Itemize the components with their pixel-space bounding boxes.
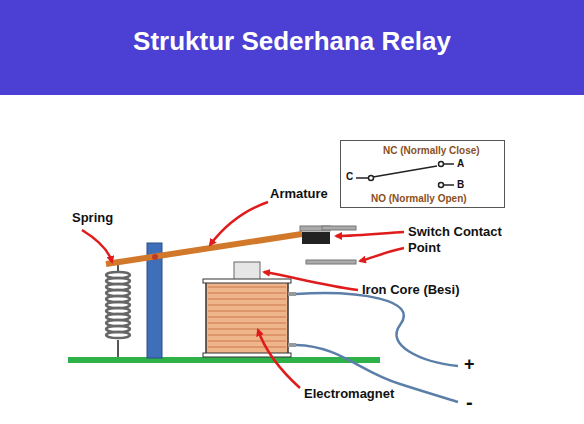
switch-part — [444, 184, 454, 186]
part-label: Electromagnet — [304, 386, 394, 402]
switch-part — [444, 163, 454, 165]
switch-part — [369, 176, 374, 181]
switch-part — [439, 162, 444, 167]
terminal-name: C — [346, 171, 353, 182]
terminal-name: A — [457, 158, 464, 169]
contact-legend: NC (Normally Close) — [383, 145, 480, 156]
terminal-name: B — [457, 179, 464, 190]
banner-title: Struktur Sederhana Relay — [0, 26, 584, 57]
part-label: Switch Contact Point — [408, 224, 512, 255]
switch-part — [373, 166, 437, 177]
contact-legend: NO (Normally Open) — [371, 193, 467, 204]
switch-part — [356, 177, 368, 179]
part-label: Armature — [270, 186, 328, 202]
terminal-sign: - — [466, 390, 473, 414]
part-label: Iron Core (Besi) — [362, 282, 460, 298]
switch-inset-box: NC (Normally Close) C AB NO (Normally Open) — [340, 140, 505, 208]
part-label: Spring — [72, 210, 113, 226]
switch-part — [439, 183, 444, 188]
terminal-sign: + — [464, 354, 475, 376]
